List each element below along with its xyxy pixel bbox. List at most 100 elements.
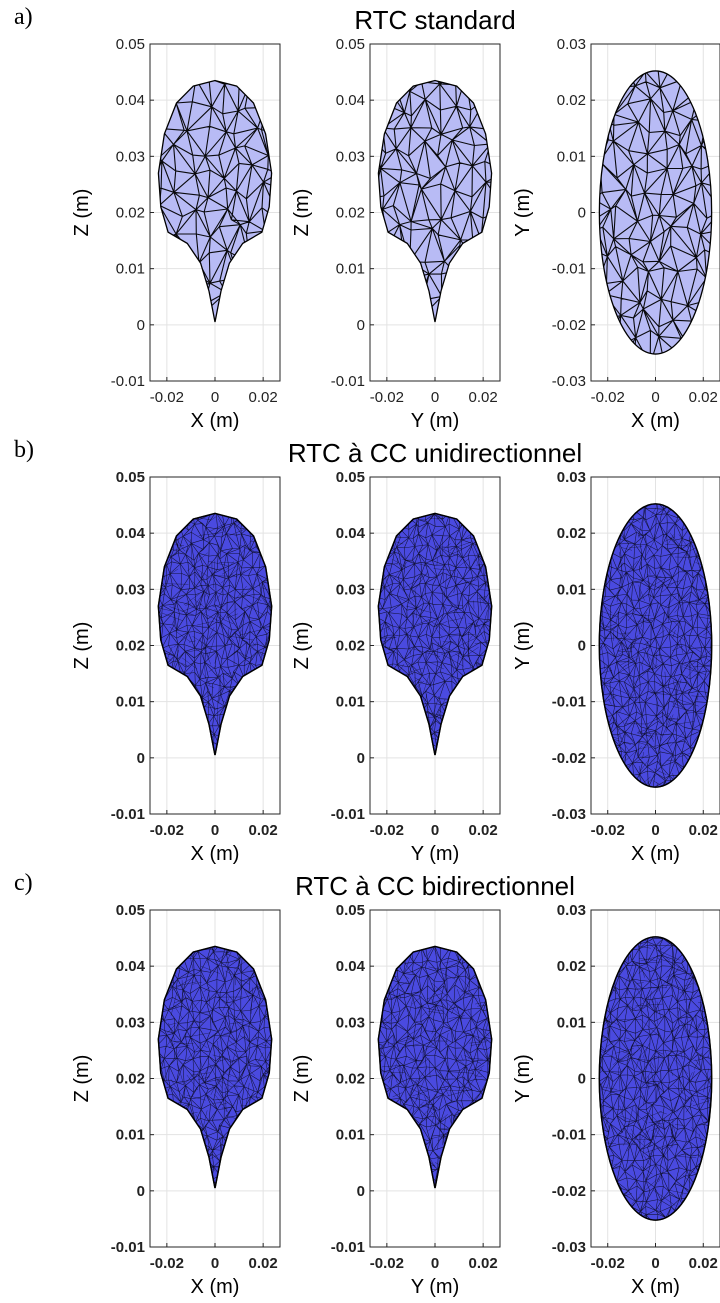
y-tick-label: -0.01 (111, 373, 145, 390)
y-tick-label: 0 (357, 750, 365, 767)
x-tick-label: -0.02 (150, 389, 184, 406)
y-tick-label: 0.02 (336, 1071, 365, 1088)
y-tick-label: -0.02 (552, 1183, 586, 1200)
x-tick-label: -0.02 (370, 389, 404, 406)
y-tick-label: 0.04 (336, 958, 366, 975)
x-tick-label: 0 (211, 822, 219, 839)
y-tick-label: -0.01 (331, 806, 365, 823)
y-tick-label: 0.05 (116, 902, 145, 919)
y-tick-label: 0.03 (116, 148, 145, 165)
y-tick-label: 0 (137, 750, 145, 767)
y-tick-label: 0.01 (116, 694, 145, 711)
y-axis-label: Y (m) (512, 188, 534, 237)
x-axis-label: X (m) (191, 843, 240, 865)
y-tick-label: 0.03 (116, 581, 145, 598)
y-tick-label: 0.02 (336, 638, 365, 655)
y-tick-label: 0.02 (557, 525, 586, 542)
x-tick-label: -0.02 (370, 1255, 404, 1272)
y-tick-label: -0.01 (331, 1239, 365, 1256)
mesh-top-view (598, 503, 713, 788)
panel-label: b) (14, 437, 34, 463)
y-axis-label: Z (m) (71, 622, 93, 670)
row-title: RTC standard (354, 5, 515, 35)
y-tick-label: 0.05 (336, 902, 365, 919)
y-tick-label: 0.04 (116, 525, 146, 542)
y-tick-label: 0.03 (336, 1014, 365, 1031)
y-tick-label: 0.01 (557, 148, 586, 165)
y-axis-label: Z (m) (71, 189, 93, 237)
mesh-side-view (157, 79, 273, 323)
mesh-fill (598, 70, 713, 355)
mesh-top-view (598, 70, 713, 355)
y-axis-label: Y (m) (512, 1054, 534, 1103)
y-tick-label: -0.01 (331, 373, 365, 390)
y-tick-label: 0.02 (336, 205, 365, 222)
y-tick-label: 0.05 (336, 469, 365, 486)
y-tick-label: 0 (578, 205, 586, 222)
mesh-fill (157, 512, 273, 756)
mesh-fill (157, 945, 273, 1189)
y-tick-label: 0.01 (116, 261, 145, 278)
mesh-fill (598, 503, 713, 788)
y-tick-label: 0.03 (557, 36, 586, 53)
x-axis-label: X (m) (191, 1276, 240, 1298)
mesh-side-view (157, 945, 273, 1189)
y-tick-label: 0.01 (336, 694, 365, 711)
y-tick-label: 0.03 (336, 581, 365, 598)
x-tick-label: -0.02 (591, 389, 625, 406)
x-tick-label: -0.02 (591, 1255, 625, 1272)
x-tick-label: 0 (651, 1255, 659, 1272)
y-tick-label: -0.01 (552, 261, 586, 278)
y-tick-label: 0 (578, 1071, 586, 1088)
y-axis-label: Z (m) (291, 189, 313, 237)
y-tick-label: -0.01 (552, 694, 586, 711)
x-axis-label: Y (m) (411, 843, 460, 865)
y-tick-label: 0.03 (116, 1014, 145, 1031)
mesh-side-view (377, 512, 493, 756)
y-tick-label: -0.01 (111, 806, 145, 823)
y-tick-label: 0.04 (336, 525, 366, 542)
x-tick-label: 0.02 (249, 1255, 278, 1272)
y-tick-label: 0 (357, 317, 365, 334)
row-title: RTC à CC bidirectionnel (295, 871, 575, 901)
x-tick-label: 0 (431, 389, 439, 406)
y-tick-label: -0.02 (552, 750, 586, 767)
y-tick-label: -0.02 (552, 317, 586, 334)
y-tick-label: 0.01 (557, 1014, 586, 1031)
mesh-fill (377, 79, 493, 323)
y-tick-label: 0 (578, 638, 586, 655)
x-tick-label: 0 (211, 1255, 219, 1272)
y-tick-label: -0.03 (552, 806, 586, 823)
y-tick-label: 0.04 (116, 92, 145, 109)
x-axis-label: X (m) (191, 410, 240, 432)
y-axis-label: Z (m) (291, 1055, 313, 1103)
x-tick-label: 0 (211, 389, 219, 406)
mesh-side-view (157, 512, 273, 756)
x-tick-label: -0.02 (150, 822, 184, 839)
x-tick-label: 0 (651, 822, 659, 839)
x-tick-label: -0.02 (370, 822, 404, 839)
y-tick-label: 0 (357, 1183, 365, 1200)
y-axis-label: Y (m) (512, 621, 534, 670)
x-tick-label: 0.02 (249, 389, 278, 406)
x-tick-label: -0.02 (150, 1255, 184, 1272)
y-tick-label: 0.02 (116, 205, 145, 222)
y-tick-label: -0.01 (111, 1239, 145, 1256)
y-tick-label: 0.05 (116, 36, 145, 53)
y-tick-label: 0.02 (116, 638, 145, 655)
y-tick-label: 0.01 (336, 1127, 365, 1144)
y-tick-label: 0 (137, 317, 145, 334)
y-tick-label: 0.05 (116, 469, 145, 486)
y-axis-label: Z (m) (291, 622, 313, 670)
figure-row-1: a)RTC standard-0.0100.010.020.030.040.05… (14, 4, 720, 432)
y-tick-label: 0.03 (336, 148, 365, 165)
y-tick-label: 0.02 (557, 92, 586, 109)
x-tick-label: 0.02 (469, 389, 498, 406)
